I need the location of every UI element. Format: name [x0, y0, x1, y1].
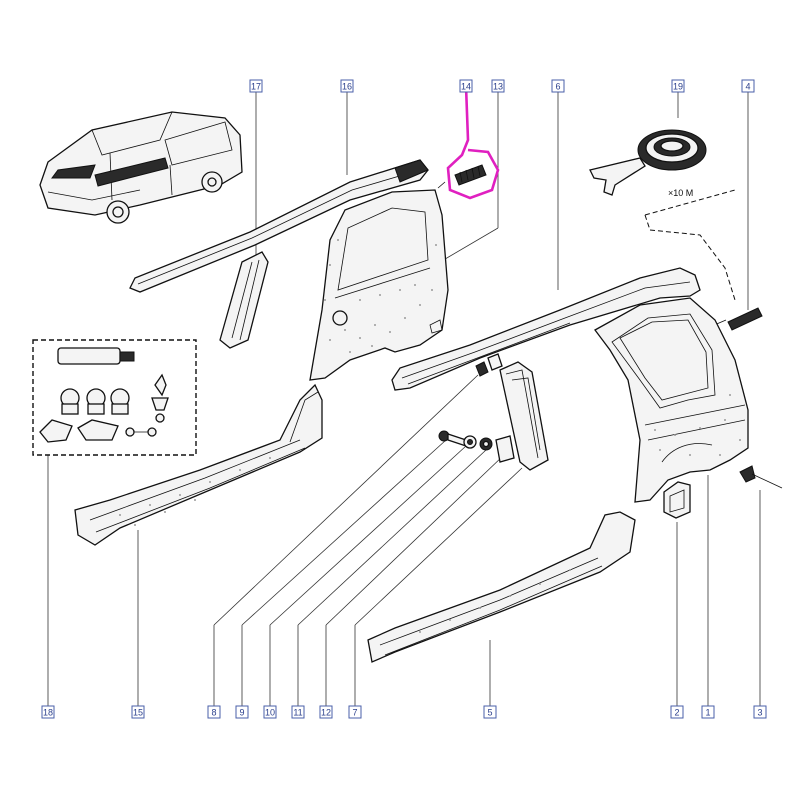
callout-label-5: 5 — [487, 708, 492, 718]
sill-texture — [119, 457, 271, 526]
callout-box-5 — [483, 705, 497, 719]
callout-13: 13 — [491, 79, 505, 93]
callout-box-12 — [319, 705, 333, 719]
part-19-tape-roll: ×10 M — [589, 129, 736, 301]
callout-label-18: 18 — [43, 708, 53, 718]
callout-3: 3 — [753, 705, 767, 719]
callout-14: 14 — [459, 79, 473, 93]
panel-texture — [324, 239, 437, 353]
part-4-strip — [711, 307, 763, 331]
callout-box-16 — [340, 79, 354, 93]
callout-label-12: 12 — [321, 708, 331, 718]
callout-label-15: 15 — [133, 708, 143, 718]
callout-12: 12 — [319, 705, 333, 719]
part-13-side-panel — [309, 189, 449, 381]
callout-16: 16 — [340, 79, 354, 93]
part-18-fastener-kit — [32, 339, 197, 456]
callout-box-1 — [701, 705, 715, 719]
part-7-pillar-trim — [499, 361, 549, 471]
callout-19: 19 — [671, 79, 685, 93]
callout-label-16: 16 — [342, 82, 352, 92]
callout-6: 6 — [551, 79, 565, 93]
callout-label-8: 8 — [211, 708, 216, 718]
callout-10: 10 — [263, 705, 277, 719]
callout-label-9: 9 — [239, 708, 244, 718]
callout-1: 1 — [701, 705, 715, 719]
leader-lines — [47, 92, 761, 706]
callout-15: 15 — [131, 705, 145, 719]
part-1-rear-quarter-panel — [594, 297, 749, 503]
part-14-clip — [437, 85, 500, 200]
quarter-panel-texture — [654, 394, 741, 456]
callout-box-18 — [41, 705, 55, 719]
part-3-rivet — [739, 465, 783, 489]
vehicle-reference-illustration — [39, 111, 243, 224]
part-6-roof-rail — [391, 267, 701, 391]
callout-box-13 — [491, 79, 505, 93]
callout-box-11 — [291, 705, 305, 719]
callout-2: 2 — [670, 705, 684, 719]
right-sill-texture — [419, 569, 571, 633]
callout-5: 5 — [483, 705, 497, 719]
callout-box-10 — [263, 705, 277, 719]
callout-box-4 — [741, 79, 755, 93]
callout-box-6 — [551, 79, 565, 93]
callout-11: 11 — [291, 705, 305, 719]
callout-box-9 — [235, 705, 249, 719]
callout-label-1: 1 — [705, 708, 710, 718]
callout-box-8 — [207, 705, 221, 719]
callout-box-14 — [459, 79, 473, 93]
callout-label-19: 19 — [673, 82, 683, 92]
callout-box-7 — [348, 705, 362, 719]
part-16-roof-trim — [129, 159, 429, 293]
part-2-flap — [663, 481, 691, 519]
callout-box-15 — [131, 705, 145, 719]
callout-label-7: 7 — [352, 708, 357, 718]
callout-7: 7 — [348, 705, 362, 719]
callout-label-17: 17 — [251, 82, 261, 92]
highlight-marker — [446, 85, 500, 200]
callout-box-17 — [249, 79, 263, 93]
part-15-left-sill — [74, 383, 323, 546]
callout-box-3 — [753, 705, 767, 719]
fasteners — [438, 353, 515, 463]
callout-17: 17 — [249, 79, 263, 93]
callout-9: 9 — [235, 705, 249, 719]
callout-label-4: 4 — [745, 82, 750, 92]
part-12-bracket — [495, 435, 515, 463]
callout-box-19 — [671, 79, 685, 93]
callout-label-14: 14 — [461, 82, 471, 92]
callout-label-13: 13 — [493, 82, 503, 92]
callout-18: 18 — [41, 705, 55, 719]
callout-label-6: 6 — [555, 82, 560, 92]
callout-label-10: 10 — [265, 708, 275, 718]
callout-box-2 — [670, 705, 684, 719]
callout-8: 8 — [207, 705, 221, 719]
part-5-right-sill — [367, 511, 636, 663]
part-17-pillar-trim — [219, 251, 269, 349]
tape-multiplier-label: ×10 M — [668, 188, 693, 198]
callout-4: 4 — [741, 79, 755, 93]
callout-label-2: 2 — [674, 708, 679, 718]
callout-label-3: 3 — [757, 708, 762, 718]
callout-label-11: 11 — [293, 708, 302, 718]
part-8-clip — [475, 361, 489, 377]
